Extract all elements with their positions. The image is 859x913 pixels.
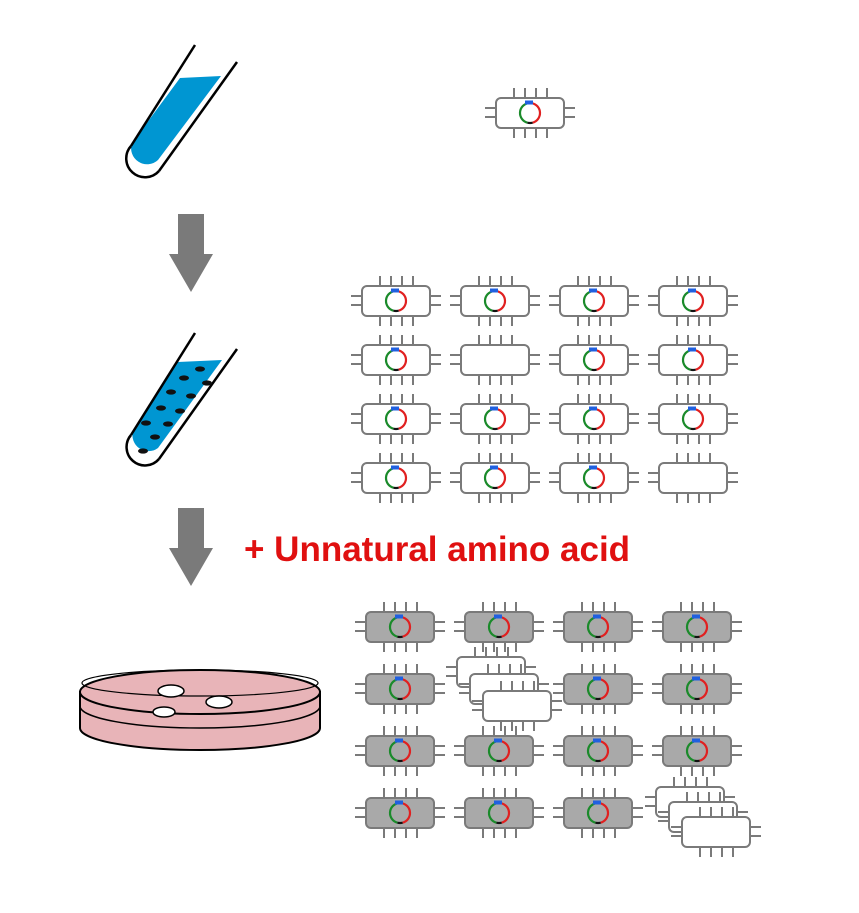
cell-with-plasmid-icon xyxy=(454,726,544,776)
cell-with-plasmid-icon xyxy=(355,602,445,652)
cell-with-plasmid-icon xyxy=(648,276,738,326)
arrow-down-icon xyxy=(169,508,213,586)
cell-with-plasmid-icon xyxy=(351,394,441,444)
colony xyxy=(157,684,185,698)
single-cell xyxy=(485,88,575,138)
cell-with-plasmid-icon xyxy=(553,726,643,776)
cell-with-plasmid-icon xyxy=(549,276,639,326)
cell-with-plasmid-icon xyxy=(652,726,742,776)
cell-with-plasmid-icon xyxy=(549,335,639,385)
cell-with-plasmid-icon xyxy=(351,453,441,503)
cell-with-plasmid-icon xyxy=(549,394,639,444)
arrow-down-icon xyxy=(169,214,213,292)
cell-with-plasmid-icon xyxy=(553,788,643,838)
culture-cell-grid xyxy=(351,276,738,503)
unnatural-amino-acid-label: + Unnatural amino acid xyxy=(244,530,631,569)
test-tube-medium-icon xyxy=(124,44,239,179)
cell-with-plasmid-icon xyxy=(553,664,643,714)
cell-with-plasmid-icon xyxy=(355,664,445,714)
cell-with-plasmid-icon xyxy=(648,394,738,444)
cell-empty-icon xyxy=(671,807,761,857)
cell-with-plasmid-icon xyxy=(454,602,544,652)
test-tube-cells-icon xyxy=(125,332,239,467)
cell-with-plasmid-icon xyxy=(549,453,639,503)
cell-with-plasmid-icon xyxy=(454,788,544,838)
cell-empty-icon xyxy=(648,453,738,503)
cell-with-plasmid-icon xyxy=(355,726,445,776)
cell-with-plasmid-icon xyxy=(351,276,441,326)
selected-cell-grid xyxy=(355,602,761,857)
cell-with-plasmid-icon xyxy=(450,453,540,503)
cell-with-plasmid-icon xyxy=(351,335,441,385)
colony xyxy=(205,695,233,709)
colony xyxy=(152,706,176,718)
cell-with-plasmid-icon xyxy=(485,88,575,138)
cell-with-plasmid-icon xyxy=(553,602,643,652)
cell-with-plasmid-icon xyxy=(355,788,445,838)
cell-with-plasmid-icon xyxy=(450,394,540,444)
cell-with-plasmid-icon xyxy=(648,335,738,385)
cell-empty-icon xyxy=(450,335,540,385)
petri-dish-colonies-icon xyxy=(79,669,321,751)
cell-with-plasmid-icon xyxy=(652,664,742,714)
cell-with-plasmid-icon xyxy=(652,602,742,652)
cell-with-plasmid-icon xyxy=(450,276,540,326)
cell-empty-icon xyxy=(472,681,562,731)
